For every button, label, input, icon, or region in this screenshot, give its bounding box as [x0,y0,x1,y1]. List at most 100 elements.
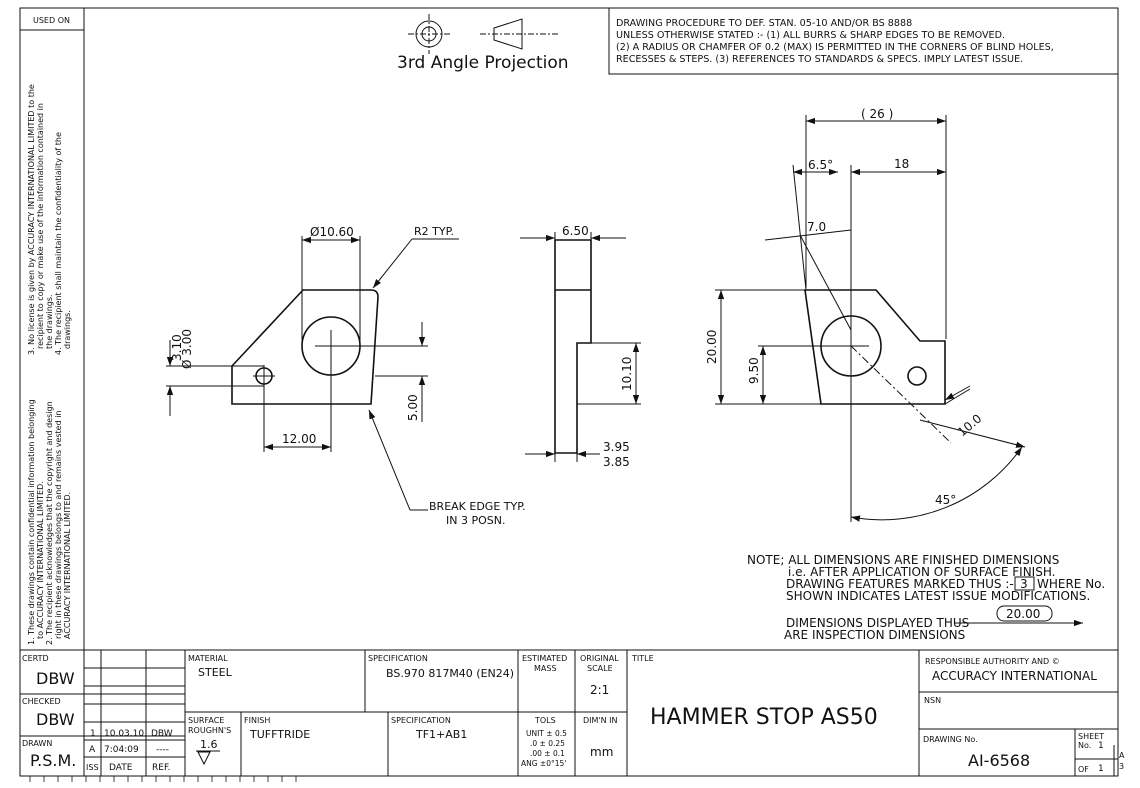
dim-h950: 9.50 [747,357,761,384]
surface-value: 1.6 [200,738,218,751]
note-inspection-value: 20.00 [1006,607,1040,621]
authority-value: ACCURACY INTERNATIONAL [932,669,1097,683]
side-view: 6.50 [520,224,641,462]
iss-header: ISS [86,763,99,772]
checked-value: DBW [36,710,75,729]
note-b-4: 4. The recipient shall maintain the conf… [54,132,63,355]
title-label: TITLE [631,654,654,663]
dim-dia-small-b: Ø 3.00 [180,329,194,369]
tols-3: .00 ± 0.1 [530,749,565,758]
note-line-7: ARE INSPECTION DIMENSIONS [784,628,965,642]
of-label: OF [1078,765,1089,774]
scale-ticks [29,776,297,782]
sheet-label-1: SHEET [1078,732,1104,741]
date-1: 10.03.10 [104,729,144,739]
confidentiality-notes: 1. These drawings contain confidential i… [27,84,72,645]
scale-label-1: ORIGINAL [580,654,619,663]
note-b-3: the drawings. [45,294,54,349]
note-a-2: to ACCURACY INTERNATIONAL LIMITED. [36,481,45,639]
drawing-frame [19,7,1119,777]
authority-label: RESPONSIBLE AUTHORITY AND © [925,657,1060,666]
dim-d18: 18 [894,157,909,171]
dim-a45: 45° [935,493,956,507]
nsn-label: NSN [924,696,941,705]
procedure-text: DRAWING PROCEDURE TO DEF. STAN. 05-10 AN… [616,18,1054,65]
checked-label: CHECKED [22,697,61,706]
material-label: MATERIAL [188,654,228,663]
inspection-dim-box [996,605,1053,622]
drawn-value: P.S.M. [30,751,76,770]
break-edge-1: BREAK EDGE TYP. [429,500,526,513]
note-a-4: right in these drawings belongs to and r… [54,410,63,639]
finish-value: TUFFTRIDE [249,728,310,741]
note-line-6: DIMENSIONS DISPLAYED THUS [786,616,969,630]
note-issue-no: 3 [1020,577,1028,591]
title-block-text: CERTD DBW CHECKED DBW DRAWN P.S.M. 1 10.… [22,654,1125,774]
certd-value: DBW [36,669,75,688]
dimn-label: DIM'N IN [583,716,618,725]
dim-dia-small: 3.10 Ø 3.00 [170,329,194,369]
drawing-no-value: AI-6568 [968,751,1030,770]
spec2-label: SPECIFICATION [391,716,451,725]
tols-1: UNIT ± 0.5 [526,729,567,738]
ref-2: ---- [156,745,169,755]
dim-t395: 3.95 [603,440,630,454]
note-b-1: 3. No license is given by ACCURACY INTER… [27,84,36,355]
dim-h5: 5.00 [406,394,420,421]
note-a-3: 2. The recipient acknowledges that the c… [45,401,54,645]
drawn-label: DRAWN [22,739,52,748]
sheet-label-2: No. [1078,741,1091,750]
note-line-4: WHERE No. [1037,577,1105,591]
surface-label-2: ROUGHN'S [188,726,231,735]
used-on-label: USED ON [33,16,70,25]
spec-label: SPECIFICATION [368,654,428,663]
drawing-title: HAMMER STOP AS50 [650,705,878,730]
iss-2: A [89,745,96,755]
projection-label: 3rd Angle Projection [397,53,569,73]
dim-r2: R2 TYP. [414,225,454,238]
note-line-1: NOTE; ALL DIMENSIONS ARE FINISHED DIMENS… [747,553,1059,567]
material-value: STEEL [198,666,233,679]
dimn-value: mm [590,745,613,759]
tols-label: TOLS [534,716,556,725]
dim-h1010: 10.10 [620,357,634,391]
spec2-value: TF1+AB1 [415,728,467,741]
note-a-1: 1. These drawings contain confidential i… [27,399,36,645]
tols-2: .0 ± 0.25 [530,739,565,748]
mass-label-1: ESTIMATED [522,654,567,663]
procedure-box [608,7,1119,75]
dim-d70: 7.0 [807,220,826,234]
dim-dia-small-a: 3.10 [170,334,184,361]
spec-value: BS.970 817M40 (EN24) [386,667,514,680]
issue-marker-box [1014,576,1035,591]
date-header: DATE [109,763,133,773]
sheet-size-a: A [1119,751,1125,760]
procedure-line-3: (2) A RADIUS OR CHAMFER OF 0.2 (MAX) IS … [616,42,1054,53]
note-line-3: DRAWING FEATURES MARKED THUS :- [786,577,1014,591]
dim-w12: 12.00 [282,432,316,446]
dim-t650: 6.50 [562,224,589,238]
sheet-no: 1 [1098,741,1104,751]
break-edge-2: IN 3 POSN. [446,514,505,527]
tols-4: ANG ±0°15' [521,759,566,768]
dim-t385: 3.85 [603,455,630,469]
surface-label-1: SURFACE [188,716,224,725]
certd-label: CERTD [22,654,49,663]
note-line-5: SHOWN INDICATES LATEST ISSUE MODIFICATIO… [786,589,1090,603]
dim-h2000: 20.00 [705,330,719,364]
mass-label-2: MASS [534,664,557,673]
dim-dia-hole: Ø10.60 [310,225,354,239]
title-block-lines [20,650,1118,776]
ref-1: DBW [151,729,173,739]
note-b-2: recipient to copy or make use of the inf… [36,103,45,349]
sheet-size-3: 3 [1119,762,1124,771]
dim-d26: ( 26 ) [861,107,893,121]
dim-a65: 6.5° [808,158,833,172]
right-view: ( 26 ) 18 6.5° 7.0 [715,107,1026,522]
scale-value: 2:1 [590,683,609,697]
ref-header: REF. [152,763,171,773]
note-block: NOTE; ALL DIMENSIONS ARE FINISHED DIMENS… [747,553,1105,642]
note-line-2: i.e. AFTER APPLICATION OF SURFACE FINISH… [788,565,1055,579]
of-no: 1 [1098,764,1104,774]
